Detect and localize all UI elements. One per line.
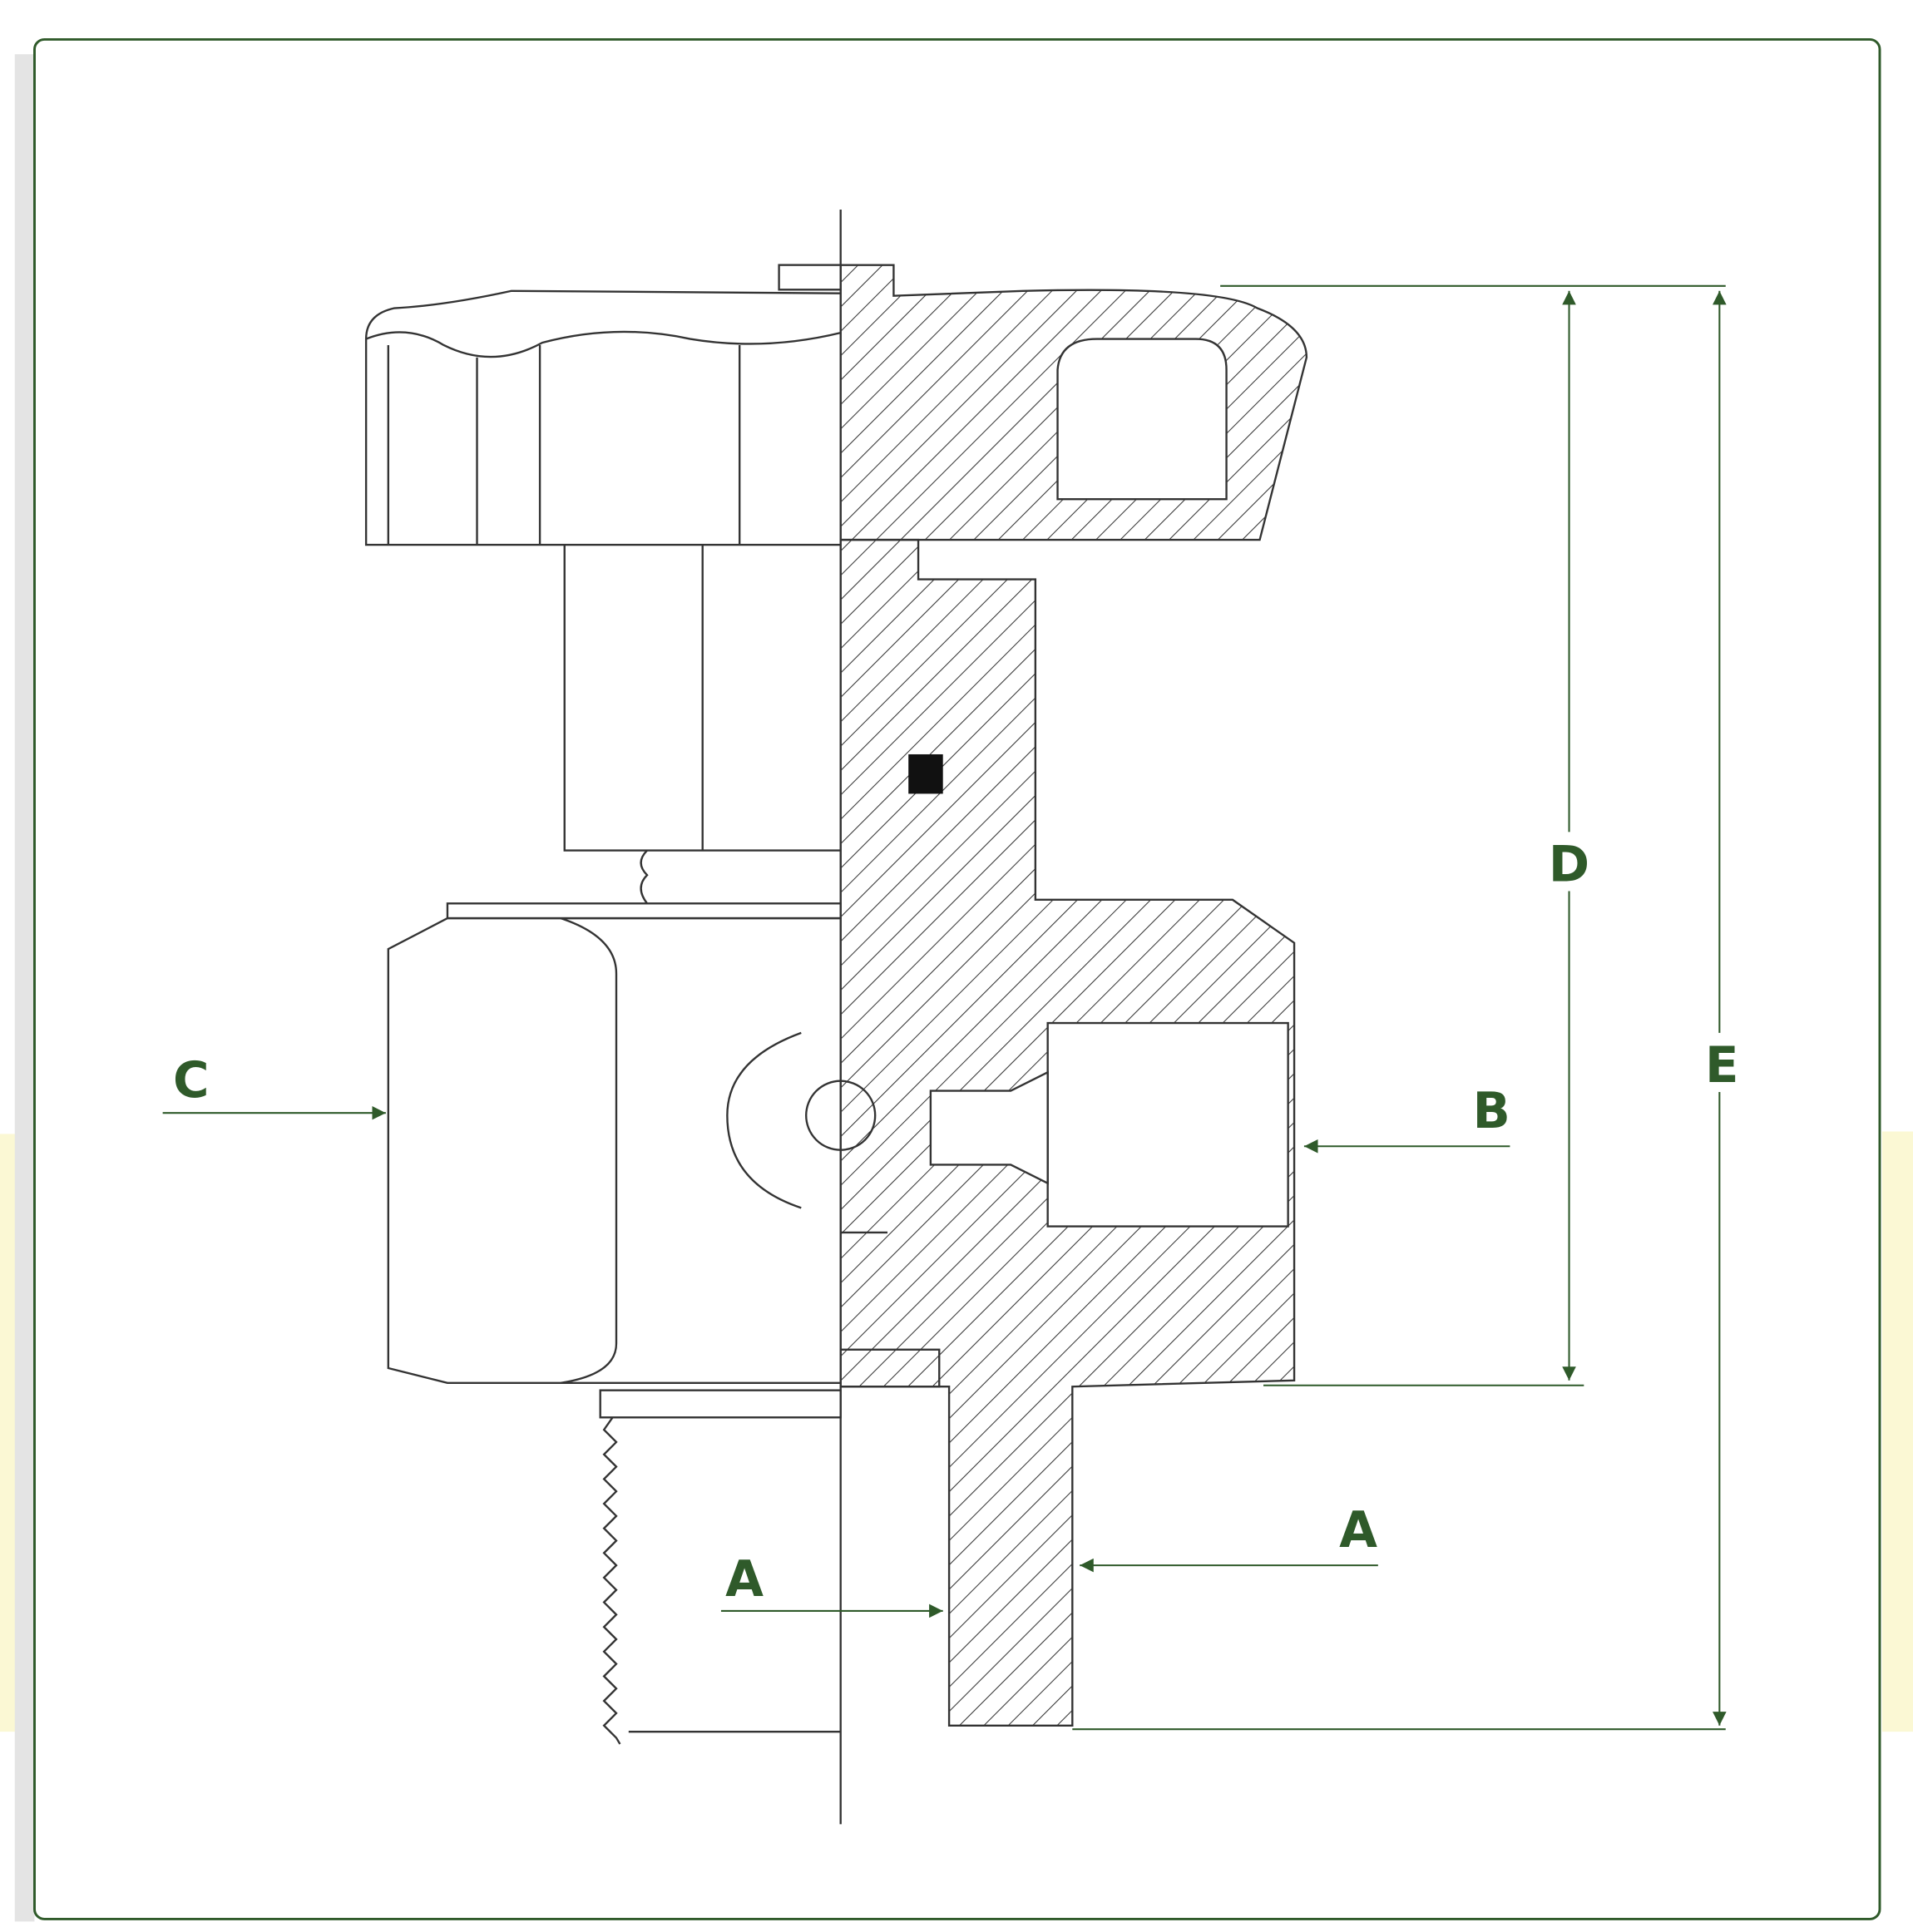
label-d: D xyxy=(1549,836,1589,893)
label-a-outer: A xyxy=(1339,1501,1377,1559)
right-yellow-strip xyxy=(1881,1131,1913,1732)
bonnet-hex-outline xyxy=(563,545,841,905)
label-a-inner: A xyxy=(725,1550,764,1608)
nipple-outline xyxy=(599,1389,842,1745)
label-b: B xyxy=(1473,1082,1510,1139)
label-e: E xyxy=(1705,1036,1739,1094)
frame-shadow xyxy=(14,54,35,1922)
label-c: C xyxy=(173,1051,210,1109)
section-view xyxy=(839,264,1308,1727)
